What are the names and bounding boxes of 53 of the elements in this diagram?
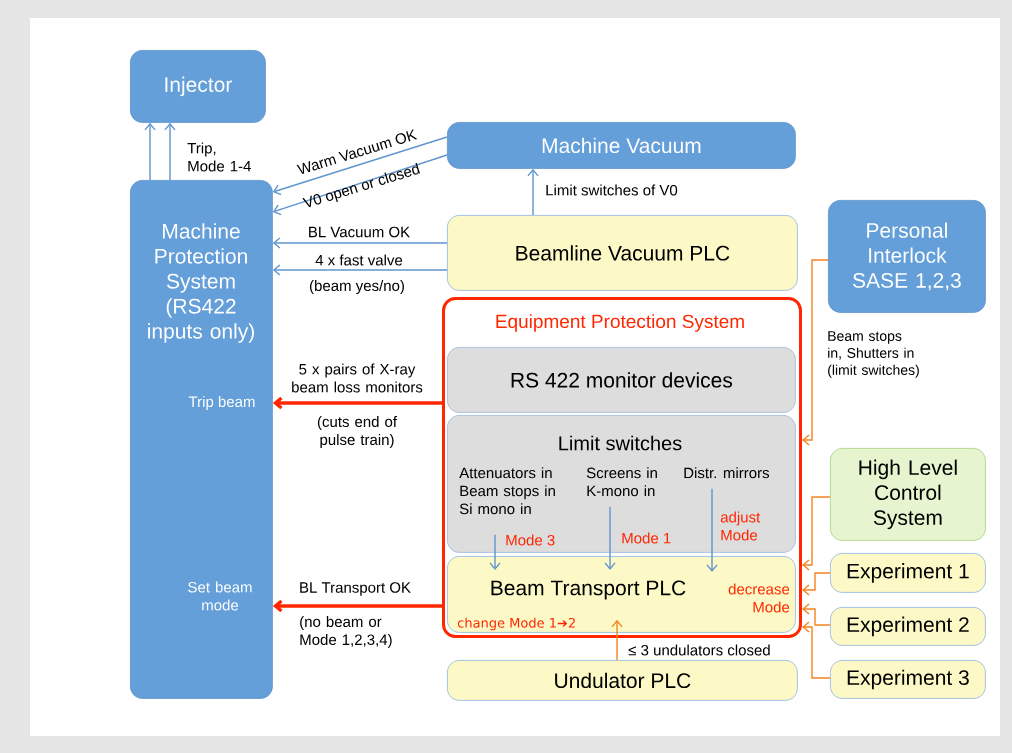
edge-label: ≤ 3 undulators closed xyxy=(628,644,770,656)
edge-label: adjust Mode xyxy=(720,511,761,541)
arrow xyxy=(144,122,156,181)
note-text: (beam yes/no) xyxy=(310,280,404,294)
box-heading: Limit switches xyxy=(559,435,682,451)
box-label: Screens in K-mono in xyxy=(586,467,657,497)
edge-label: Trip, Mode 1-4 xyxy=(187,142,251,172)
edge-label: 5 x pairs of X-ray beam loss monitors xyxy=(292,363,423,393)
box-label: change Mode 1➔2 xyxy=(457,617,575,631)
arrow xyxy=(272,396,442,410)
arrow xyxy=(489,534,501,570)
arrow xyxy=(272,136,448,196)
arrow xyxy=(802,572,831,596)
box-label: Distr. mirrors xyxy=(684,467,770,479)
arrow xyxy=(604,506,616,570)
system-box: High Level Control System xyxy=(830,448,986,541)
edge-label: 4 x fast valve xyxy=(315,254,403,266)
note-text: (no beam or Mode 1,2,3,4) xyxy=(300,616,392,648)
edge-label: BL Transport OK xyxy=(300,582,411,596)
arrow xyxy=(802,496,831,571)
experiment-box: Experiment 2 xyxy=(830,607,986,646)
arrow xyxy=(611,619,623,661)
arrow xyxy=(164,122,176,181)
box-label: Attenuators in Beam stops in Si mono in xyxy=(459,467,555,515)
plc-box: Beamline Vacuum PLC xyxy=(447,215,798,291)
system-box: Injector xyxy=(130,50,266,123)
arrow xyxy=(272,154,448,216)
experiment-box: Experiment 3 xyxy=(830,660,986,699)
note-text: Beam stops in, Shutters in (limit switches) xyxy=(828,331,919,378)
arrow xyxy=(527,168,539,216)
edge-label: Limit switches of V0 xyxy=(546,184,678,196)
box-label: Set beam mode xyxy=(188,581,252,611)
arrow xyxy=(802,603,831,626)
plc-box: Undulator PLC xyxy=(447,660,798,701)
experiment-box: Experiment 1 xyxy=(830,553,986,593)
arrow xyxy=(272,599,442,613)
box-heading: Beam Transport PLC xyxy=(491,580,686,600)
box-heading: Machine Protection System (RS422 inputs only) xyxy=(148,223,254,343)
arrow xyxy=(706,488,718,572)
edge-label: BL Vacuum OK xyxy=(309,226,410,238)
box-heading: Equipment Protection System xyxy=(496,314,744,332)
system-box: Machine Vacuum xyxy=(447,122,796,169)
edge-label: Mode 3 xyxy=(506,534,555,546)
arrow xyxy=(802,259,829,446)
box-label: Trip beam xyxy=(188,396,255,410)
arrow xyxy=(802,621,831,679)
note-text: (cuts end of pulse train) xyxy=(317,416,398,448)
system-box: Personal Interlock SASE 1,2,3 xyxy=(828,200,986,313)
device-box: RS 422 monitor devices xyxy=(447,347,796,413)
box-label: decrease Mode xyxy=(728,583,790,613)
arrow xyxy=(272,237,448,249)
arrow xyxy=(272,264,448,276)
edge-label: Mode 1 xyxy=(622,532,671,544)
